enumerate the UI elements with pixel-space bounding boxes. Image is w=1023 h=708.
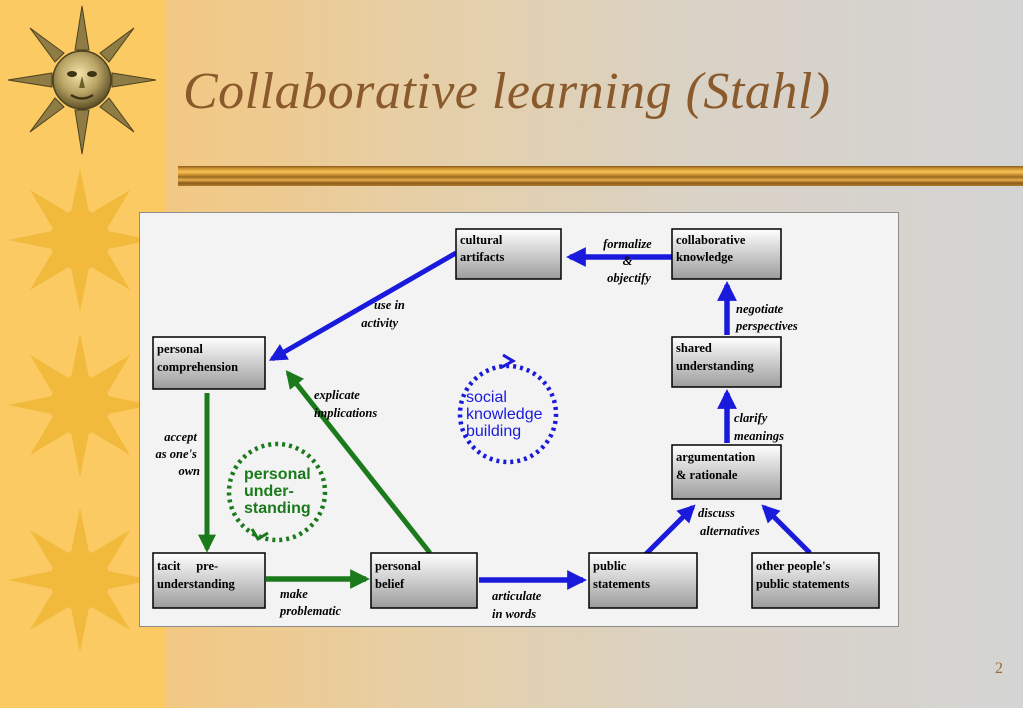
edge-discuss-alternatives-right bbox=[761, 504, 812, 555]
node-tacit-preunderstanding: tacit pre-understanding bbox=[152, 552, 266, 609]
label-negotiate-perspectives: negotiate perspectives bbox=[735, 302, 798, 333]
edge-explicate-implications bbox=[285, 370, 432, 555]
social-cycle-arrowhead bbox=[501, 353, 517, 369]
edge-discuss-alternatives-left bbox=[643, 504, 696, 557]
label-articulate-in-words: articulate in words bbox=[492, 589, 544, 621]
label-clarify-meanings: clarify meanings bbox=[734, 411, 784, 443]
label-explicate-implications: explicate implications bbox=[314, 388, 377, 420]
sun-decorations bbox=[7, 5, 157, 652]
svg-text:tacit pre-understanding: tacit pre-understanding bbox=[157, 559, 236, 591]
social-cycle-label: social knowledge building bbox=[466, 389, 547, 440]
page-number: 2 bbox=[995, 660, 1003, 677]
knowledge-building-diagram: social knowledge building personal under… bbox=[152, 228, 880, 621]
metal-sun-icon bbox=[7, 5, 157, 155]
yellow-sun-icon bbox=[8, 333, 152, 477]
personal-cycle-arrowhead bbox=[250, 528, 269, 542]
yellow-sun-icon bbox=[8, 508, 152, 652]
label-discuss-alternatives: discuss alternatives bbox=[698, 506, 760, 538]
personal-cycle-ring bbox=[226, 441, 328, 543]
social-cycle-ring bbox=[457, 363, 559, 465]
label-use-in-activity: use in activity bbox=[361, 298, 408, 330]
title-divider bbox=[178, 166, 1023, 186]
node-argumentation-rationale: argumentation& rationale bbox=[671, 444, 782, 500]
svg-text:argumentation& rationale: argumentation& rationale bbox=[676, 450, 755, 482]
diagram-panel: social knowledge building personal under… bbox=[139, 212, 899, 627]
label-formalize-objectify: formalize & objectify bbox=[603, 237, 655, 285]
label-accept-as-own: accept as one's own bbox=[156, 430, 200, 478]
personal-cycle-label: personal under- standing bbox=[244, 466, 315, 517]
edge-use-in-activity bbox=[268, 250, 458, 362]
yellow-sun-icon bbox=[8, 168, 152, 312]
slide-title: Collaborative learning (Stahl) bbox=[183, 63, 831, 120]
label-make-problematic: make problematic bbox=[279, 587, 342, 618]
